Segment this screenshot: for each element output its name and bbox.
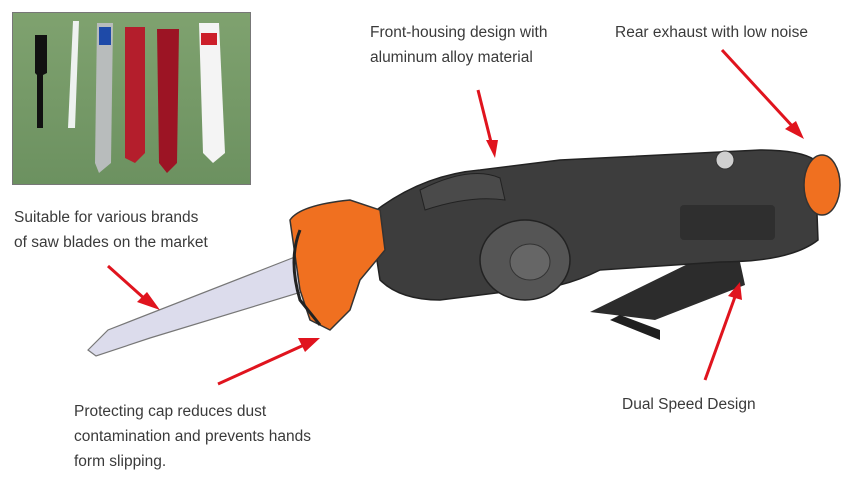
front-housing-line-2: aluminum alloy material [370,49,533,66]
red-blade-2 [157,29,179,173]
saw-blade [87,254,309,357]
saw-blades-photo [12,12,251,185]
saw-blades-line-1: Suitable for various brands [14,209,199,226]
protecting-cap-line-2: contamination and prevents hands [74,428,311,445]
front-housing-label: Front-housing design with aluminum alloy… [370,20,548,70]
milwaukee-blade [199,23,225,163]
bosch-blade [95,23,113,173]
rear-exhaust-cap [803,154,841,216]
rear-exhaust-label: Rear exhaust with low noise [615,20,808,45]
dual-speed-line-1: Dual Speed Design [622,396,756,413]
white-thin-blade [68,21,79,128]
saw-blades-line-2: of saw blades on the market [14,234,208,251]
saw-blades-label: Suitable for various brands of saw blade… [14,205,208,255]
black-blade [35,35,47,128]
rear-exhaust-line-1: Rear exhaust with low noise [615,24,808,41]
protecting-cap-line-1: Protecting cap reduces dust [74,403,267,420]
front-housing-line-1: Front-housing design with [370,24,548,41]
protecting-cap [289,199,386,331]
red-blade-1 [125,27,145,163]
protecting-cap-label: Protecting cap reduces dust contaminatio… [74,399,311,474]
protecting-cap-line-3: form slipping. [74,453,167,470]
trigger-lever [590,258,745,320]
dual-speed-label: Dual Speed Design [622,392,756,417]
